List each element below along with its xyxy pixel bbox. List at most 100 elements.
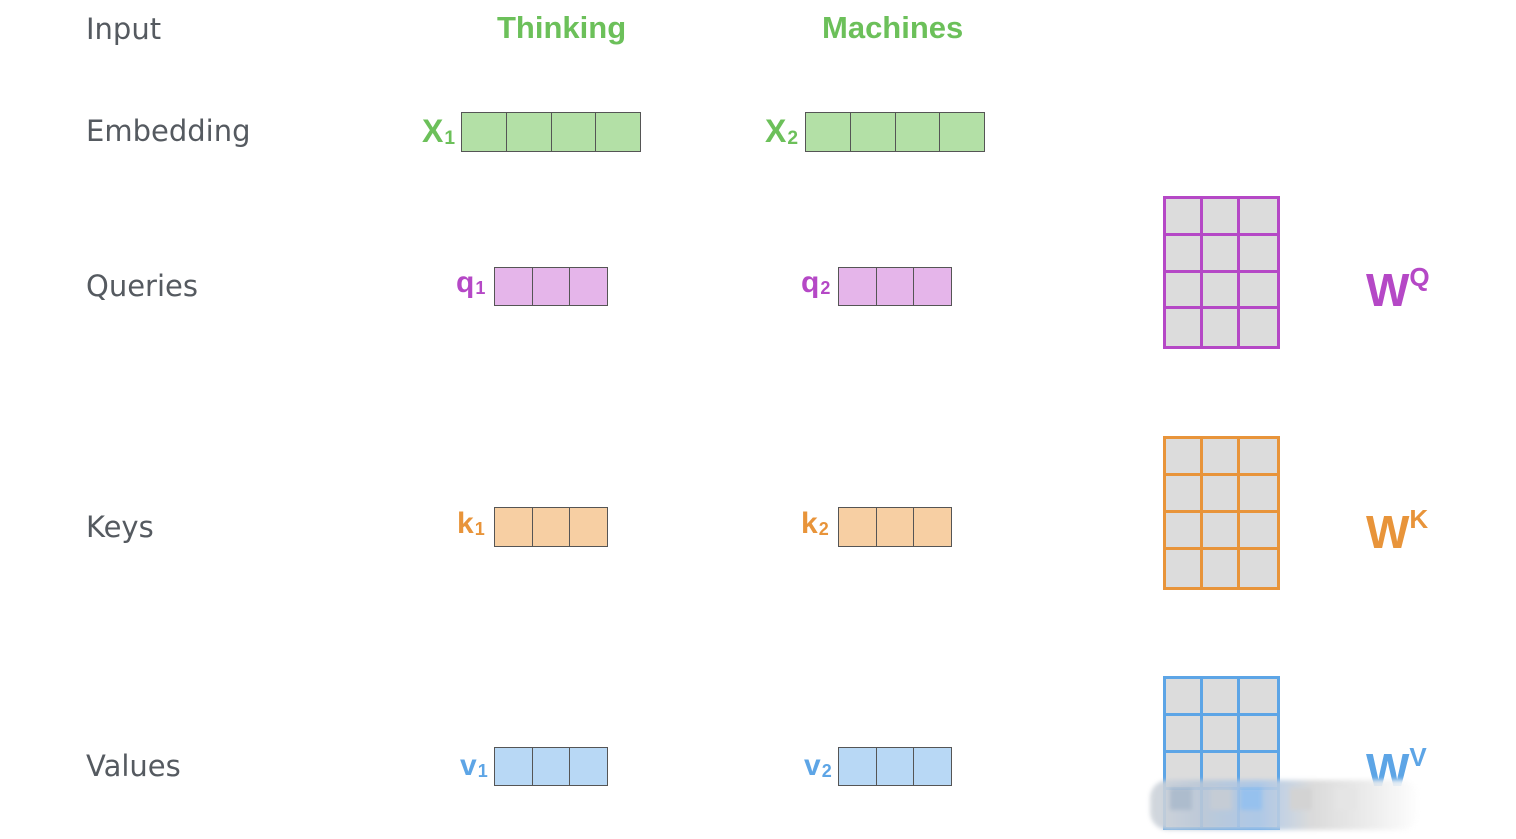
embedding-vector-cell [506, 113, 552, 151]
query-vector-cell [570, 268, 608, 305]
row-label-embedding: Embedding [86, 114, 251, 148]
key-matrix-cell [1240, 476, 1277, 513]
key-label-1-base: k [457, 507, 474, 540]
query-matrix-cell [1240, 236, 1277, 273]
key-vector-cell [532, 508, 571, 546]
query-matrix-cell [1166, 272, 1203, 310]
embedding-vector-1 [461, 112, 641, 152]
embedding-vector-2 [805, 112, 985, 152]
key-matrix-cell [1203, 550, 1240, 587]
embedding-vector-cell [551, 113, 597, 151]
embedding-vector-cell [895, 113, 941, 151]
key-matrix-cell [1166, 439, 1203, 476]
value-matrix-cell [1240, 716, 1277, 753]
value-matrix-cell [1240, 679, 1277, 716]
key-vector-cell [914, 508, 952, 546]
embedding-label-2-sub: 2 [787, 128, 799, 150]
watermark-tile [1210, 788, 1232, 810]
row-label-values: Values [86, 749, 181, 783]
query-label-1-sub: 1 [475, 278, 486, 299]
query-vector-1 [494, 267, 608, 306]
value-matrix-cell [1166, 716, 1203, 753]
query-vector-cell [532, 268, 571, 305]
value-vector-cell [532, 748, 571, 785]
embedding-label-1-base: X [422, 113, 444, 149]
key-label-2-base: k [801, 507, 818, 540]
key-matrix-cell [1166, 476, 1203, 513]
key-weight-label: WK [1366, 504, 1428, 559]
embedding-vector-cell [850, 113, 896, 151]
value-label-2-base: v [804, 749, 821, 782]
key-weight-base: W [1366, 506, 1410, 558]
key-weight-matrix [1163, 436, 1280, 590]
query-matrix-cell [1203, 235, 1240, 273]
value-vector-cell [914, 748, 952, 785]
key-matrix-cell [1240, 550, 1277, 587]
key-matrix-cell [1166, 550, 1203, 587]
query-vector-cell [839, 268, 877, 305]
key-matrix-cell [1166, 513, 1203, 550]
key-label-1-sub: 1 [474, 519, 485, 540]
value-label-1: v1 [460, 749, 488, 783]
query-matrix-cell [1240, 309, 1277, 346]
embedding-label-2-base: X [765, 113, 787, 149]
key-label-2: k2 [801, 507, 829, 541]
value-weight-sup: V [1409, 742, 1427, 772]
query-vector-cell [495, 268, 533, 305]
query-matrix-cell [1203, 199, 1240, 236]
input-word-2: Machines [822, 10, 964, 45]
query-matrix-cell [1166, 309, 1203, 346]
row-label-input: Input [86, 12, 162, 46]
query-matrix-cell [1166, 199, 1203, 236]
query-matrix-cell [1240, 199, 1277, 236]
row-label-queries: Queries [86, 269, 198, 303]
value-label-2: v2 [804, 749, 832, 783]
key-matrix-cell [1203, 476, 1240, 513]
key-matrix-cell [1240, 439, 1277, 476]
value-matrix-cell [1203, 679, 1240, 716]
key-vector-2 [838, 507, 952, 547]
query-label-1: q1 [456, 266, 485, 300]
value-label-1-sub: 1 [477, 761, 488, 782]
key-weight-sup: K [1409, 504, 1429, 534]
key-vector-cell [876, 508, 915, 546]
key-vector-1 [494, 507, 608, 547]
query-vector-cell [876, 268, 915, 305]
pixelated-watermark [1150, 780, 1420, 830]
watermark-tile [1240, 788, 1262, 810]
key-matrix-cell [1203, 439, 1240, 476]
query-label-1-base: q [456, 266, 475, 299]
embedding-label-1-sub: 1 [444, 128, 456, 150]
value-matrix-cell [1203, 716, 1240, 753]
embedding-vector-cell [806, 113, 851, 151]
query-matrix-cell [1203, 272, 1240, 310]
key-vector-cell [495, 508, 533, 546]
query-matrix-cell [1166, 235, 1203, 273]
query-weight-base: W [1366, 264, 1410, 316]
query-vector-2 [838, 267, 952, 306]
value-vector-2 [838, 747, 952, 786]
embedding-vector-cell [940, 113, 984, 151]
key-vector-cell [570, 508, 608, 546]
key-vector-cell [839, 508, 877, 546]
query-label-2: q2 [801, 266, 830, 300]
value-label-2-sub: 2 [821, 761, 832, 782]
watermark-tile [1335, 788, 1357, 810]
embedding-vector-cell [462, 113, 507, 151]
key-matrix-cell [1203, 513, 1240, 550]
embedding-label-1: X1 [422, 113, 455, 150]
value-vector-cell [495, 748, 533, 785]
query-matrix-cell [1240, 273, 1277, 310]
value-vector-cell [839, 748, 877, 785]
key-label-1: k1 [457, 507, 485, 541]
value-vector-cell [570, 748, 608, 785]
watermark-tile [1170, 788, 1192, 810]
embedding-vector-cell [596, 113, 640, 151]
value-label-1-base: v [460, 749, 477, 782]
value-vector-cell [876, 748, 915, 785]
query-label-2-sub: 2 [820, 278, 831, 299]
row-label-keys: Keys [86, 510, 154, 544]
key-matrix-cell [1240, 513, 1277, 550]
query-vector-cell [914, 268, 952, 305]
query-weight-matrix [1163, 196, 1280, 349]
